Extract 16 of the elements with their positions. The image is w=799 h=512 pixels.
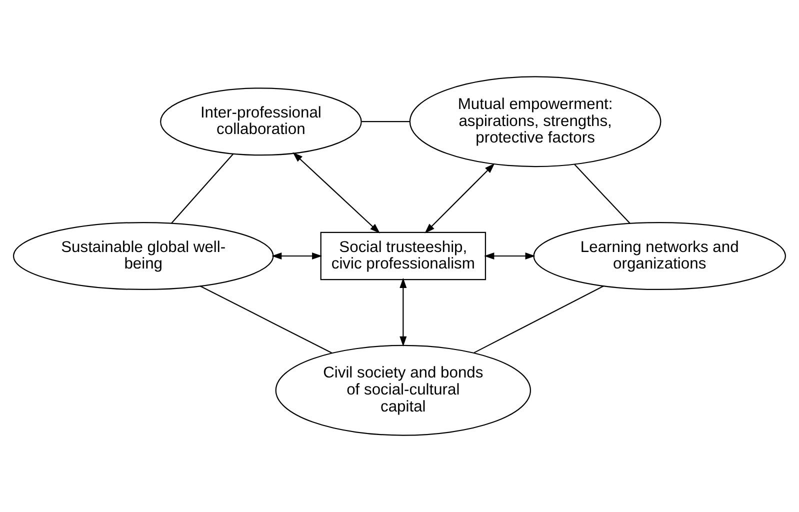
node-ellipse: Inter-professional collaboration xyxy=(160,88,362,156)
node-box: Social trusteeship, civic professionalism xyxy=(320,232,486,280)
connector xyxy=(171,153,234,224)
arrow xyxy=(424,163,495,234)
node-ellipse: Civil society and bonds of social-cultural capital xyxy=(275,344,532,436)
arrow xyxy=(484,252,536,260)
node-ellipse: Learning networks and organizations xyxy=(533,222,786,290)
arrow xyxy=(400,278,407,346)
connector xyxy=(200,285,332,354)
arrow xyxy=(292,152,380,234)
node-ellipse: Sustainable global well-being xyxy=(12,222,274,290)
connector xyxy=(362,121,410,122)
arrow xyxy=(272,252,322,260)
connector xyxy=(574,164,630,224)
connector xyxy=(474,285,604,354)
node-ellipse: Mutual empowerment: aspirations, strengths, protective factors xyxy=(409,76,662,168)
